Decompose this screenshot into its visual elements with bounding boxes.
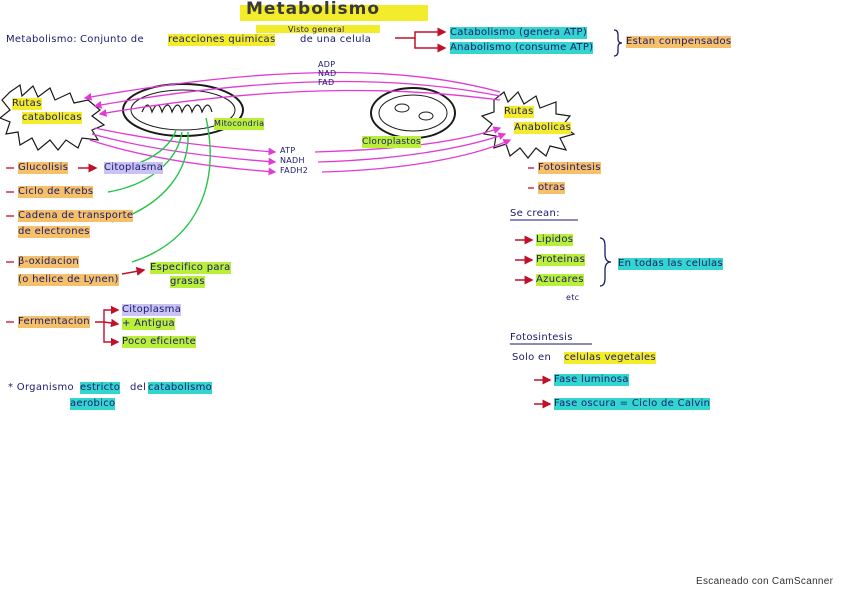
mitocondria-label: Mitocondria (214, 118, 265, 130)
beta-oxidacion-label: β-oxidacion (18, 256, 80, 268)
rutas-catabolicas-1: Rutas (12, 98, 42, 110)
page-subtitle: Visto general (288, 25, 345, 34)
ferm-poco-eficiente: Poco eficiente (122, 336, 197, 348)
fotosintesis-heading: Fotosintesis (510, 332, 573, 343)
se-crean-label: Se crean: (510, 208, 560, 219)
azucares-item: Azucares (536, 274, 584, 286)
fotosintesis-item: Fotosintesis (538, 162, 601, 174)
cadena-label-2: de electrones (18, 226, 90, 238)
cloroplasto-label: Cloroplastos (362, 136, 422, 148)
fase-luminosa-label: Fase luminosa (554, 374, 629, 386)
fase-oscura-label: Fase oscura = Ciclo de Calvin (554, 398, 711, 410)
lipidos-item: Lipidos (536, 234, 574, 246)
organismo-d: catabolismo (148, 382, 213, 394)
cofactor-fad: FAD (318, 78, 335, 87)
citoplasma-label: Citoplasma (104, 162, 164, 174)
rutas-anabolicas-2: Anabolicas (514, 122, 572, 134)
organismo-e: aerobico (70, 398, 116, 410)
definition-label: Metabolismo: (6, 34, 77, 45)
ferm-citoplasma: Citoplasma (122, 304, 182, 316)
proteinas-item: Proteinas (536, 254, 586, 266)
catabolismo-label: Catabolismo (genera ATP) (450, 27, 588, 39)
cofactor-nadh: NADH (280, 156, 305, 165)
especifico-label-1: Especifico para (150, 262, 231, 274)
star-right (480, 90, 576, 159)
rutas-catabolicas-2: catabolicas (22, 112, 82, 124)
cadena-label-1: Cadena de transporte (18, 210, 134, 222)
especifico-label-2: grasas (170, 276, 205, 288)
scanner-watermark: Escaneado con CamScanner (696, 576, 834, 587)
compensados-note: Estan compensados (626, 36, 732, 48)
otras-item: otras (538, 182, 565, 194)
organismo-a: * Organismo (8, 382, 74, 393)
celulas-vegetales-label: celulas vegetales (564, 352, 656, 364)
solo-en-label: Solo en (512, 352, 552, 363)
anabolismo-label: Anabolismo (consume ATP) (450, 42, 594, 54)
helice-lynen-label: (o helice de Lynen) (18, 274, 119, 286)
cofactor-atp: ATP (280, 146, 296, 155)
star-left (0, 83, 106, 151)
en-todas-label: En todas las celulas (618, 258, 723, 270)
krebs-label: Ciclo de Krebs (18, 186, 94, 198)
cofactor-nad: NAD (318, 69, 337, 78)
ferm-antigua: + Antigua (122, 318, 175, 330)
definition-text-a: Conjunto de (80, 34, 144, 45)
definition-text-b: reacciones quimicas (168, 34, 276, 46)
organismo-b: estricto (80, 382, 121, 394)
cofactor-fadh2: FADH2 (280, 166, 309, 175)
etc-item: etc (566, 293, 580, 302)
rutas-anabolicas-1: Rutas (504, 106, 534, 118)
glucolisis-label: Glucolisis (18, 162, 69, 174)
fermentacion-label: Fermentacion (18, 316, 90, 328)
cofactor-adp: ADP (318, 60, 336, 69)
definition-text-c: de una celula (300, 34, 372, 45)
page-title: Metabolismo (246, 0, 381, 19)
organismo-c: del (130, 382, 147, 393)
